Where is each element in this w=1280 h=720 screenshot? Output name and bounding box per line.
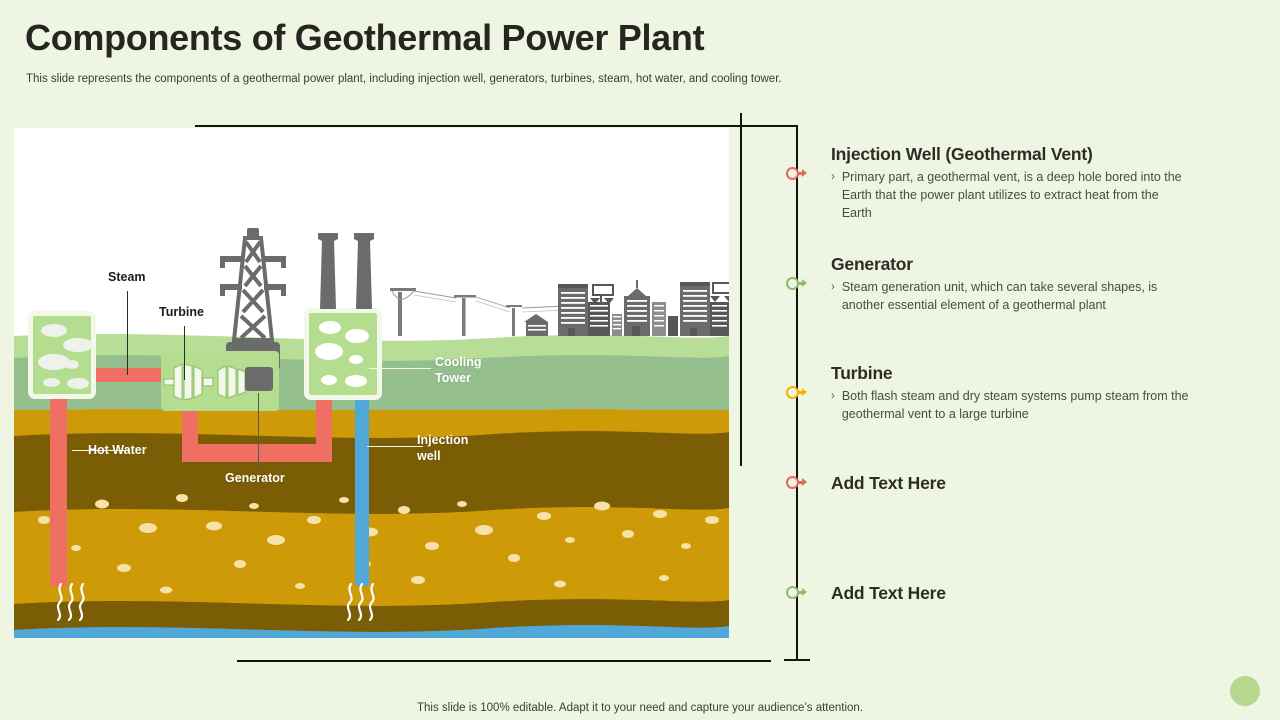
entry-body: Primary part, a geothermal vent, is a de… (841, 170, 1182, 220)
steam-squiggle-left (56, 582, 85, 622)
illus-label-generator: Generator (225, 471, 285, 485)
entry-heading: Add Text Here (831, 473, 946, 493)
steam-pipe-horizontal (96, 368, 176, 382)
page-subtitle: This slide represents the components of … (26, 73, 782, 85)
frame-line-bottom (237, 660, 771, 662)
cooling-tower-building (304, 308, 382, 400)
cooling-tower-stacks (318, 233, 374, 309)
illus-label-steam: Steam (108, 270, 146, 284)
entry-turbine[interactable]: Turbine › Both flash steam and dry steam… (831, 363, 1192, 424)
entry-placeholder-1[interactable]: Add Text Here (831, 473, 946, 494)
timeline-marker-4[interactable] (786, 476, 808, 490)
entry-bullet: › Steam generation unit, which can take … (831, 279, 1192, 315)
entry-bullet: › Both flash steam and dry steam systems… (831, 388, 1192, 424)
timeline-marker-2[interactable] (786, 277, 808, 291)
marker-stem-icon (798, 591, 804, 595)
marker-arrow-icon (802, 588, 807, 597)
entry-body: Both flash steam and dry steam systems p… (841, 389, 1189, 421)
entry-heading: Add Text Here (831, 583, 946, 603)
entry-heading: Turbine (831, 363, 893, 383)
frame-line-vertical-inner (740, 113, 742, 466)
marker-arrow-icon (802, 279, 807, 288)
leader-turbine (184, 326, 185, 380)
entry-generator[interactable]: Generator › Steam generation unit, which… (831, 254, 1192, 315)
chevron-right-icon: › (831, 171, 835, 183)
chevron-right-icon: › (831, 390, 835, 402)
leader-steam (127, 291, 128, 375)
leader-cooling-tower (369, 368, 431, 369)
marker-arrow-icon (802, 169, 807, 178)
generator-unit-box (245, 367, 273, 391)
entry-heading: Injection Well (Geothermal Vent) (831, 144, 1093, 164)
illus-label-hot-water: Hot Water (88, 443, 147, 457)
entry-placeholder-2[interactable]: Add Text Here (831, 583, 946, 604)
frame-line-top (195, 125, 798, 127)
timeline-marker-3[interactable] (786, 386, 808, 400)
steam-squiggle-right (346, 582, 375, 622)
injection-well-pipe (355, 348, 369, 586)
chevron-right-icon: › (831, 281, 835, 293)
leader-injection-well (367, 446, 423, 447)
entry-heading: Generator (831, 254, 913, 274)
marker-stem-icon (798, 391, 804, 395)
entry-body: Steam generation unit, which can take se… (841, 280, 1158, 312)
geothermal-plant-illustration: Steam Turbine Cooling Tower Hot Water Ge… (14, 128, 729, 638)
timeline-marker-5[interactable] (786, 586, 808, 600)
marker-arrow-icon (802, 388, 807, 397)
turbine-icon (163, 363, 257, 401)
generator-pipe-bottom (182, 444, 332, 462)
city-skyline (390, 280, 729, 336)
transmission-pylon-icon (220, 228, 286, 342)
entry-injection-well[interactable]: Injection Well (Geothermal Vent) › Prima… (831, 144, 1192, 222)
illus-label-turbine: Turbine (159, 305, 204, 319)
marker-arrow-icon (802, 478, 807, 487)
marker-stem-icon (798, 282, 804, 286)
timeline-marker-1[interactable] (786, 167, 808, 181)
footer-note: This slide is 100% editable. Adapt it to… (416, 702, 864, 714)
illus-label-cooling-tower: Cooling Tower (435, 355, 482, 385)
marker-stem-icon (798, 481, 804, 485)
marker-stem-icon (798, 172, 804, 176)
leader-generator (258, 393, 259, 468)
hot-water-pipe-vertical (50, 346, 67, 586)
decorative-dot (1230, 676, 1260, 706)
generator-pipe-right (316, 394, 332, 458)
illus-label-injection-well: Injection well (417, 433, 469, 463)
entry-bullet: › Primary part, a geothermal vent, is a … (831, 169, 1192, 222)
leader-hot-water (72, 450, 130, 451)
timeline-end-tick (784, 659, 810, 661)
page-title: Components of Geothermal Power Plant (25, 17, 705, 58)
geothermal-plant-building (28, 311, 96, 399)
